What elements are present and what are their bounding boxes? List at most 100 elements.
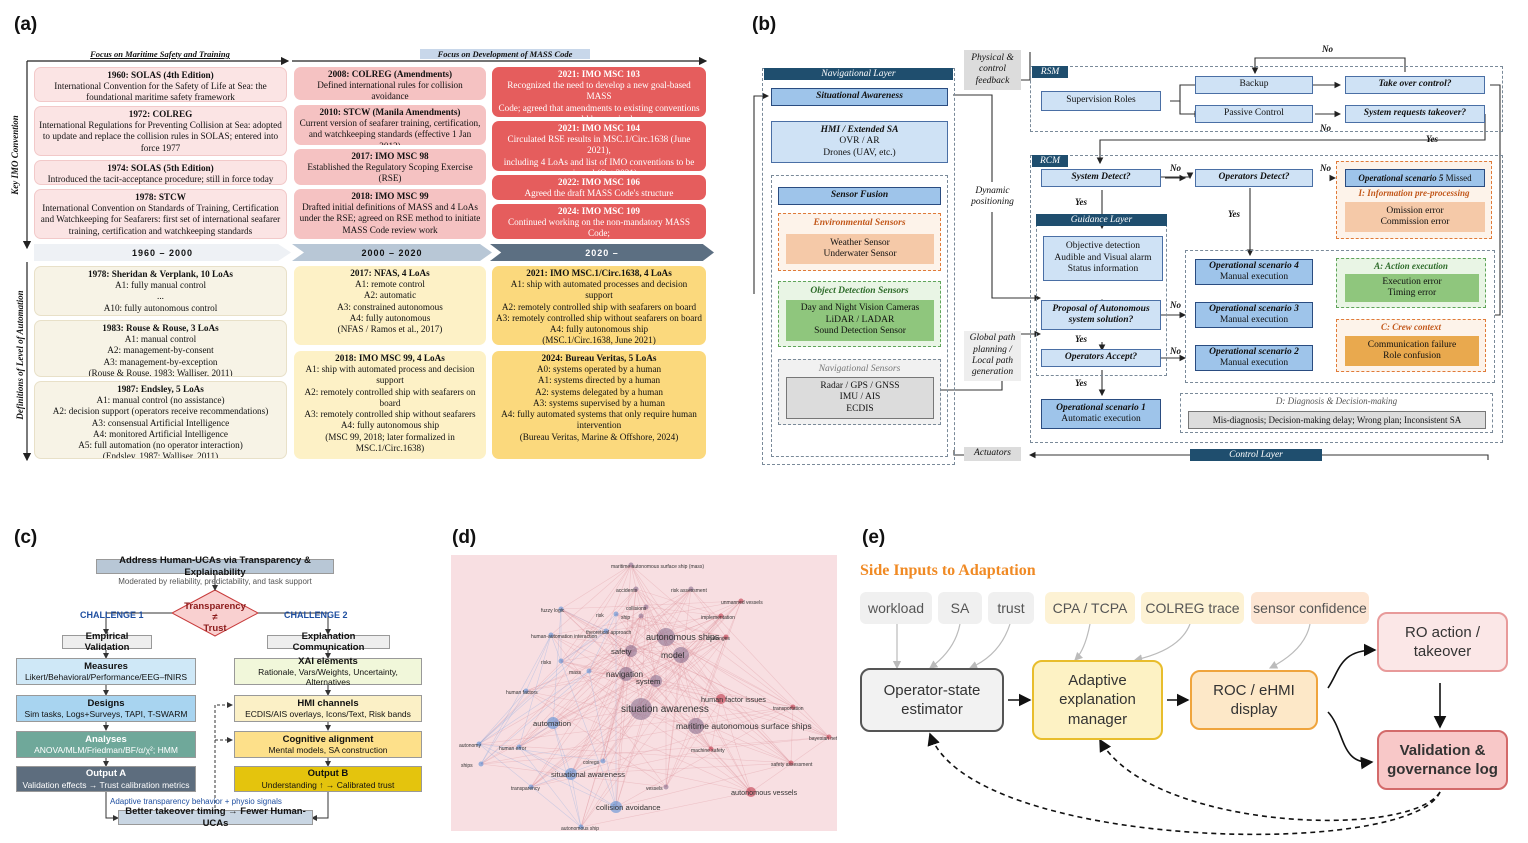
network-node [603,628,609,634]
network-node [723,634,729,640]
network-edge [550,634,667,788]
rcm-frame [1030,155,1503,443]
network-edge [625,615,642,675]
network-node [610,801,622,813]
challenge-1-label: CHALLENGE 1 [80,610,144,620]
network-edge [720,698,752,793]
no-label: No [1170,346,1181,356]
network-edge [560,608,632,652]
network-node [478,761,484,767]
network-edge [615,706,794,808]
passive-control-box: Passive Control [1195,105,1313,123]
network-edge [588,588,637,672]
network-edge [560,608,712,750]
timeline-card: 2010: STCW (Manila Amendments)Current ve… [294,105,486,145]
network-edge [552,588,692,724]
network-edge [560,608,792,764]
network-node [718,613,724,619]
network-edge [525,615,722,692]
network-node [688,586,694,592]
network-edge [478,630,607,745]
network-edge [635,588,667,638]
network-edge [560,606,647,662]
network-edge [550,600,742,636]
chip-sa: SA [938,592,982,624]
network-edge [635,588,752,793]
network-edge [615,613,667,638]
challenge-2-label: CHALLENGE 2 [284,610,348,620]
network-edge [640,606,647,710]
network-edge [580,636,727,828]
network-term-label: human factors [506,690,538,696]
network-edge [615,636,667,808]
action-execution-errors: Execution error Timing error [1345,274,1479,302]
network-edge [480,670,590,765]
network-node [547,717,559,729]
network-node [578,824,584,830]
network-edge [640,600,742,710]
supervision-roles-box: Supervision Roles [1041,91,1161,111]
network-edge [645,606,697,727]
network-edge [615,613,794,708]
network-edge [625,588,637,675]
network-edge [645,606,722,617]
network-edge [605,630,752,793]
network-node [628,562,634,568]
operators-detect-box: Operators Detect? [1195,169,1313,187]
network-edge [665,654,682,788]
network-node [663,784,669,790]
network-edge [665,698,722,788]
network-edge [630,615,722,652]
ro-action-takeover: RO action / takeover [1377,612,1508,672]
network-edge [580,791,752,828]
network-edge [570,762,792,775]
network-edge [570,773,582,828]
network-edge [530,615,722,788]
network-term-label: unmanned vessels [721,600,763,606]
network-edge [525,654,682,692]
no-label: No [1170,300,1181,310]
network-node [716,694,726,704]
panel-label-d: (d) [452,527,477,548]
side-label-loa: Definitions of Level of Automation [15,290,25,420]
network-term-label: fuzzy logic [541,608,565,614]
network-edge [690,588,830,738]
network-term-label: collision avoidance [596,803,661,812]
network-edge [605,615,722,632]
network-edge [695,636,727,727]
network-edge [615,613,727,638]
network-edge [550,634,682,656]
network-edge [550,634,657,682]
focus-left-label: Focus on Maritime Safety and Training [90,49,230,59]
system-detect-box: System Detect? [1041,169,1161,187]
adaptive-transparency-note: Adaptive transparency behavior + physio … [110,797,282,806]
network-node [625,645,637,657]
takeover-control-box: Take over control? [1345,76,1485,94]
network-edge [615,588,637,808]
network-node [788,760,794,766]
network-edge [518,634,552,748]
network-edge [665,636,830,738]
network-edge [640,708,792,764]
chip-workload: workload [860,592,932,624]
info-processing-title: I: Information pre-processing [1358,188,1470,198]
network-term-label: safety [611,647,632,656]
network-node [657,628,675,646]
network-edge [630,564,830,738]
network-edge [525,690,752,793]
network-edge [550,564,632,636]
network-edge [630,650,657,682]
network-edge [478,613,617,745]
network-node [619,667,633,681]
network-term-label: challenges [706,636,730,642]
network-node [528,784,534,790]
network-edge [552,636,727,724]
network-term-label: transparency [511,786,540,792]
network-edge [560,608,722,700]
network-edge [552,708,642,724]
network-node [548,632,554,638]
network-edge [615,588,637,615]
